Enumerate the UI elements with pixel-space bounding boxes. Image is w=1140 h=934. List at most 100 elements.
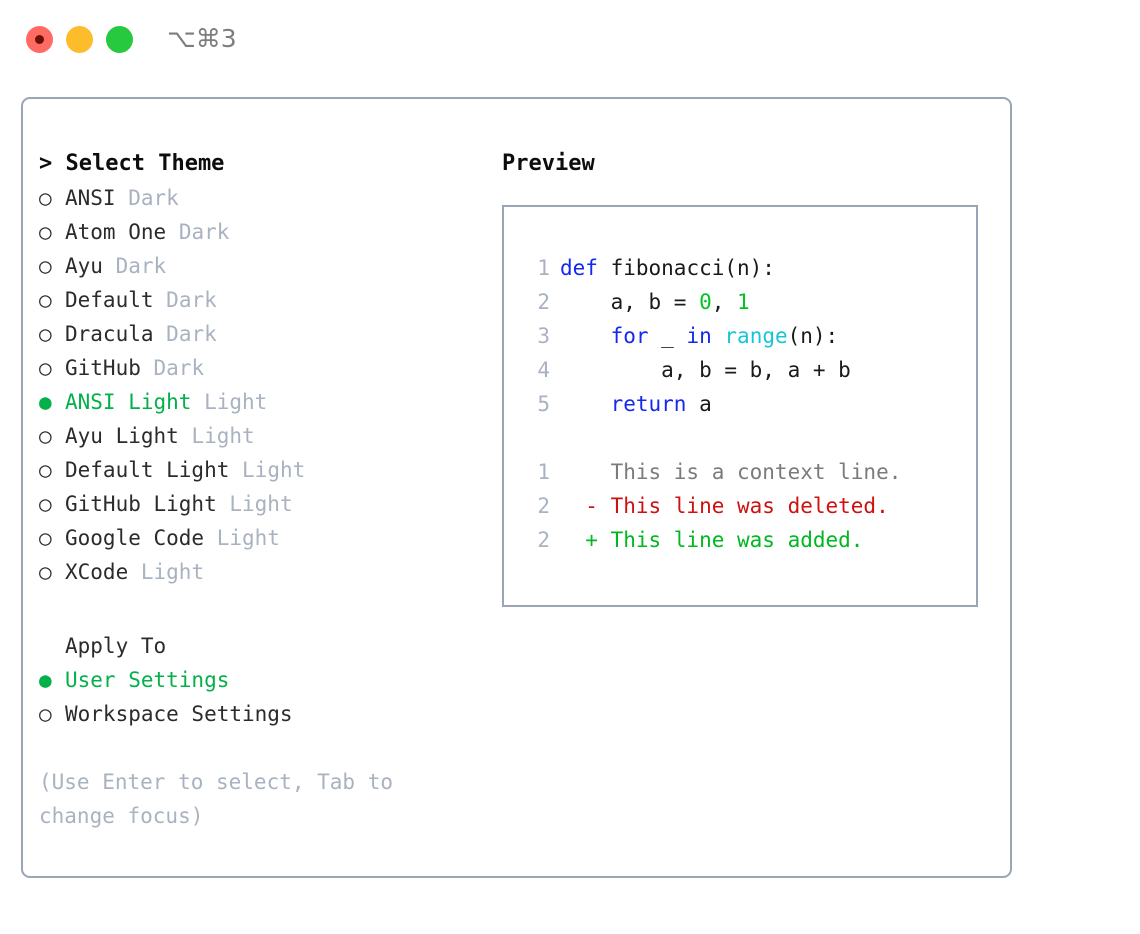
code-token	[712, 324, 725, 348]
diff-line-number: 1	[537, 460, 550, 484]
theme-mode-badge: Light	[140, 560, 205, 584]
theme-list-item[interactable]: ○ Default Light Light	[39, 453, 479, 487]
theme-list-item[interactable]: ○Google Code Light	[39, 521, 479, 555]
theme-name: GitHub	[65, 356, 141, 380]
theme-picker-pane: > Select Theme ○ANSI Dark○Atom One Dark○…	[39, 147, 479, 833]
theme-list-item[interactable]: ○ GitHub Dark	[39, 351, 479, 385]
code-line-text: a, b = 0, 1	[560, 290, 750, 314]
radio-empty-icon[interactable]: ○	[39, 220, 52, 244]
theme-list-item[interactable]: ○ Dracula Dark	[39, 317, 479, 351]
theme-mode-badge: Light	[204, 390, 268, 414]
theme-name: Atom One	[65, 220, 167, 244]
theme-name: GitHub Light	[65, 492, 217, 516]
radio-selected-icon[interactable]: ●	[39, 390, 52, 414]
theme-name: ANSI	[65, 186, 116, 210]
code-line-text: for _ in range(n):	[560, 324, 839, 348]
theme-mode-badge: Light	[216, 526, 280, 550]
code-token: 1	[737, 290, 750, 314]
code-token	[560, 392, 611, 416]
diff-line-text: - This line was deleted.	[560, 494, 889, 518]
theme-list-item[interactable]: ○ ANSI Dark	[39, 181, 479, 215]
radio-selected-icon[interactable]: ●	[39, 668, 52, 692]
radio-empty-icon[interactable]: ○	[39, 458, 52, 482]
theme-list-item[interactable]: ○ GitHub Light Light	[39, 487, 479, 521]
diff-sample: 1 This is a context line. 2 - This line w…	[522, 455, 976, 557]
apply-to-label: User Settings	[65, 668, 230, 692]
code-line: 4 a, b = b, a + b	[522, 353, 976, 387]
radio-empty-icon[interactable]: ○	[39, 702, 52, 726]
code-line: 5 return a	[522, 387, 976, 421]
code-token: 0	[699, 290, 712, 314]
radio-empty-icon[interactable]: ○	[39, 424, 52, 448]
radio-empty-icon[interactable]: ○	[39, 254, 52, 278]
code-line: 3 for _ in range(n):	[522, 319, 976, 353]
theme-name: ANSI Light	[65, 390, 192, 414]
close-window-button[interactable]	[26, 26, 53, 53]
preview-heading: Preview	[502, 151, 595, 176]
code-token: (n):	[787, 324, 839, 348]
maximize-window-button[interactable]	[106, 26, 133, 53]
code-token: range	[724, 324, 788, 348]
code-token: a	[686, 392, 712, 416]
code-diff-spacer	[522, 421, 976, 455]
theme-list-item[interactable]: ○Ayu Light Light	[39, 419, 479, 453]
minimize-window-button[interactable]	[66, 26, 93, 53]
theme-name: Default Light	[65, 458, 230, 482]
code-token: in	[686, 324, 712, 348]
code-token: fibonacci(n):	[597, 256, 775, 280]
theme-list-item[interactable]: ○ XCode Light	[39, 555, 479, 589]
code-line-number: 5	[537, 392, 550, 416]
theme-list[interactable]: ○ANSI Dark○Atom One Dark○Ayu Dark○Defaul…	[39, 181, 479, 589]
theme-mode-badge: Dark	[166, 322, 217, 346]
apply-to-option[interactable]: ● User Settings	[39, 663, 479, 697]
theme-list-item[interactable]: ○ Atom One Dark	[39, 215, 479, 249]
code-line-text: a, b = b, a + b	[560, 358, 851, 382]
code-token: _	[648, 324, 687, 348]
diff-line-number: 2	[537, 528, 550, 552]
theme-mode-badge: Light	[242, 458, 306, 482]
code-token	[560, 324, 611, 348]
theme-name: Ayu Light	[65, 424, 179, 448]
diff-line: 2 + This line was added.	[522, 523, 976, 557]
radio-empty-icon[interactable]: ○	[39, 322, 52, 346]
code-line-text: return a	[560, 392, 712, 416]
apply-to-list[interactable]: ● User Settings ○ Workspace Settings	[39, 663, 479, 731]
code-token: a, b =	[560, 290, 700, 314]
code-token: ,	[711, 290, 738, 314]
apply-to-heading: Apply To	[65, 634, 167, 658]
theme-list-item[interactable]: ● ANSI Light Light	[39, 385, 479, 419]
diff-line-text: This is a context line.	[560, 460, 902, 484]
radio-empty-icon[interactable]: ○	[39, 492, 52, 516]
radio-empty-icon[interactable]: ○	[39, 356, 52, 380]
radio-empty-icon[interactable]: ○	[39, 186, 52, 210]
theme-name: Ayu	[65, 254, 103, 278]
theme-mode-badge: Dark	[166, 288, 217, 312]
theme-list-item[interactable]: ○ Ayu Dark	[39, 249, 479, 283]
theme-mode-badge: Light	[229, 492, 293, 516]
code-line-number: 4	[537, 358, 550, 382]
radio-empty-icon[interactable]: ○	[39, 288, 52, 312]
keyboard-shortcut-label: ⌥⌘3	[167, 24, 237, 53]
theme-mode-badge: Dark	[178, 220, 230, 244]
theme-name: XCode	[65, 560, 129, 584]
theme-list-item[interactable]: ○Default Dark	[39, 283, 479, 317]
theme-mode-badge: Dark	[153, 356, 205, 380]
diff-line-number: 2	[537, 494, 550, 518]
theme-mode-badge: Dark	[128, 186, 179, 210]
code-line-number: 1	[537, 256, 550, 280]
code-line: 2 a, b = 0, 1	[522, 285, 976, 319]
window-titlebar: ⌥⌘3	[0, 0, 1140, 78]
radio-empty-icon[interactable]: ○	[39, 526, 52, 550]
theme-mode-badge: Dark	[115, 254, 167, 278]
apply-to-option[interactable]: ○ Workspace Settings	[39, 697, 479, 731]
theme-settings-card: > Select Theme ○ANSI Dark○Atom One Dark○…	[21, 97, 1012, 878]
code-token: a, b = b, a + b	[560, 358, 851, 382]
radio-empty-icon[interactable]: ○	[39, 560, 52, 584]
theme-name: Dracula	[65, 322, 154, 346]
apply-to-label: Workspace Settings	[65, 702, 293, 726]
diff-line: 2 - This line was deleted.	[522, 489, 976, 523]
code-line-text: def fibonacci(n):	[560, 256, 775, 280]
